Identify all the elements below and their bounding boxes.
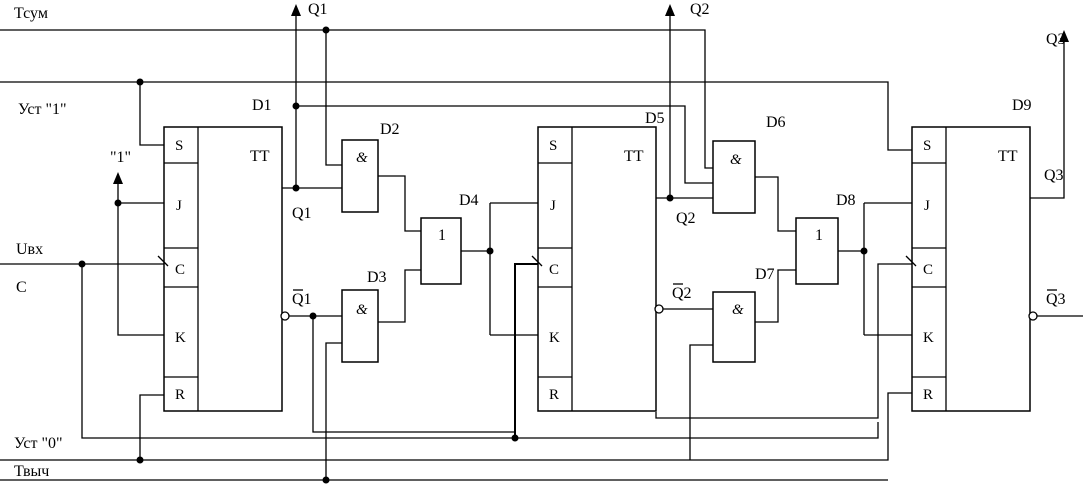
label-tsub: Твыч (14, 463, 49, 480)
svg-text:&: & (356, 302, 368, 318)
wire-q3 (1030, 40, 1065, 199)
svg-text:R: R (549, 387, 559, 403)
wire-q2 (656, 14, 713, 199)
svg-text:D6: D6 (766, 114, 786, 131)
svg-text:S: S (923, 138, 931, 154)
or-gate-d8: 1 D8 (795, 192, 856, 285)
label-q3-bar: Q3 (1046, 291, 1066, 308)
svg-text:D9: D9 (1012, 97, 1032, 114)
wire-set0 (0, 392, 912, 461)
wire-clock-branch (81, 264, 879, 439)
d1-pin-s: S (175, 138, 183, 154)
wire-tsum (0, 29, 713, 169)
wire-d2-out (378, 175, 421, 232)
and-gate-d7: & D7 (712, 266, 775, 363)
svg-text:1: 1 (438, 227, 446, 244)
junctions (78, 26, 868, 484)
svg-text:C: C (549, 262, 559, 278)
svg-text:D8: D8 (836, 192, 856, 209)
svg-text:D4: D4 (459, 192, 479, 209)
label-set0: Уст "0" (14, 435, 63, 452)
and-gate-d2: & D2 (341, 121, 400, 213)
wire-d3-out (378, 269, 421, 323)
wire-set1 (0, 81, 912, 151)
d1-pin-c: C (175, 262, 185, 278)
svg-text:S: S (549, 138, 557, 154)
d1-pin-r: R (175, 387, 185, 403)
label-q2-top: Q2 (690, 1, 710, 18)
wire-tsub-to-d3 (325, 342, 342, 480)
logic1-arrow (113, 172, 123, 184)
q3-output-arrow (1059, 30, 1069, 42)
and-gate-d6: & D6 (712, 114, 786, 214)
label-clock: C (16, 279, 27, 296)
svg-text:D2: D2 (380, 121, 400, 138)
label-tsum: Тсум (14, 5, 48, 22)
wire-d7-out (755, 269, 796, 323)
wire-tsum-to-d2 (325, 30, 342, 166)
wire-d6-out (755, 176, 796, 232)
svg-text:K: K (549, 330, 560, 346)
svg-text:J: J (550, 198, 556, 214)
svg-text:1: 1 (815, 227, 823, 244)
and-gate-d3: & D3 (341, 269, 387, 363)
svg-text:C: C (923, 262, 933, 278)
label-uin: Uвх (16, 241, 43, 258)
d1-type: TT (250, 148, 270, 165)
wire-tsub-to-d7 (689, 344, 713, 460)
or-gate-d4: 1 D4 (420, 192, 479, 285)
q1-output-arrow (291, 4, 301, 16)
svg-text:D3: D3 (367, 269, 387, 286)
wire-d4-out (461, 202, 538, 336)
label-q1-top: Q1 (308, 1, 328, 18)
wire-d8-out (838, 202, 912, 336)
label-q2-bar: Q2 (672, 285, 692, 302)
wire-set0-to-d1-r (139, 394, 164, 460)
q2-output-arrow (665, 4, 675, 16)
wire-set1-to-d1-s (139, 82, 164, 146)
d1-pin-j: J (176, 198, 182, 214)
flipflop-d5: S J C K R TT D5 (531, 110, 665, 412)
wire-d9-clock (655, 263, 912, 419)
svg-text:J: J (924, 198, 930, 214)
wire-logic1-jk (117, 180, 164, 336)
flipflop-d1: S J C K R TT D1 (157, 97, 290, 412)
label-q2-mid: Q2 (676, 210, 696, 227)
svg-text:&: & (732, 302, 744, 318)
svg-text:&: & (730, 152, 742, 168)
d1-pin-k: K (175, 330, 186, 346)
wire-set1-to-d6 (296, 105, 713, 184)
svg-text:&: & (356, 150, 368, 166)
wire-q1 (282, 14, 342, 189)
svg-text:D5: D5 (645, 110, 665, 127)
svg-text:TT: TT (624, 148, 644, 165)
svg-text:TT: TT (998, 148, 1018, 165)
label-q3-top: Q3 (1046, 31, 1066, 48)
svg-text:R: R (923, 387, 933, 403)
label-q3-mid: Q3 (1044, 167, 1064, 184)
flipflop-d9: S J C K R TT D9 (905, 97, 1038, 412)
wire-d5-clock (514, 263, 538, 440)
bus-lines (0, 29, 912, 481)
label-q1-bar: Q1 (292, 291, 312, 308)
wire-q1-bar (289, 315, 515, 433)
label-set1: Уст "1" (18, 101, 67, 118)
svg-text:D7: D7 (755, 266, 775, 283)
d1-label: D1 (252, 97, 272, 114)
label-logic1: "1" (110, 149, 131, 166)
svg-text:K: K (923, 330, 934, 346)
label-q1-mid: Q1 (292, 205, 312, 222)
